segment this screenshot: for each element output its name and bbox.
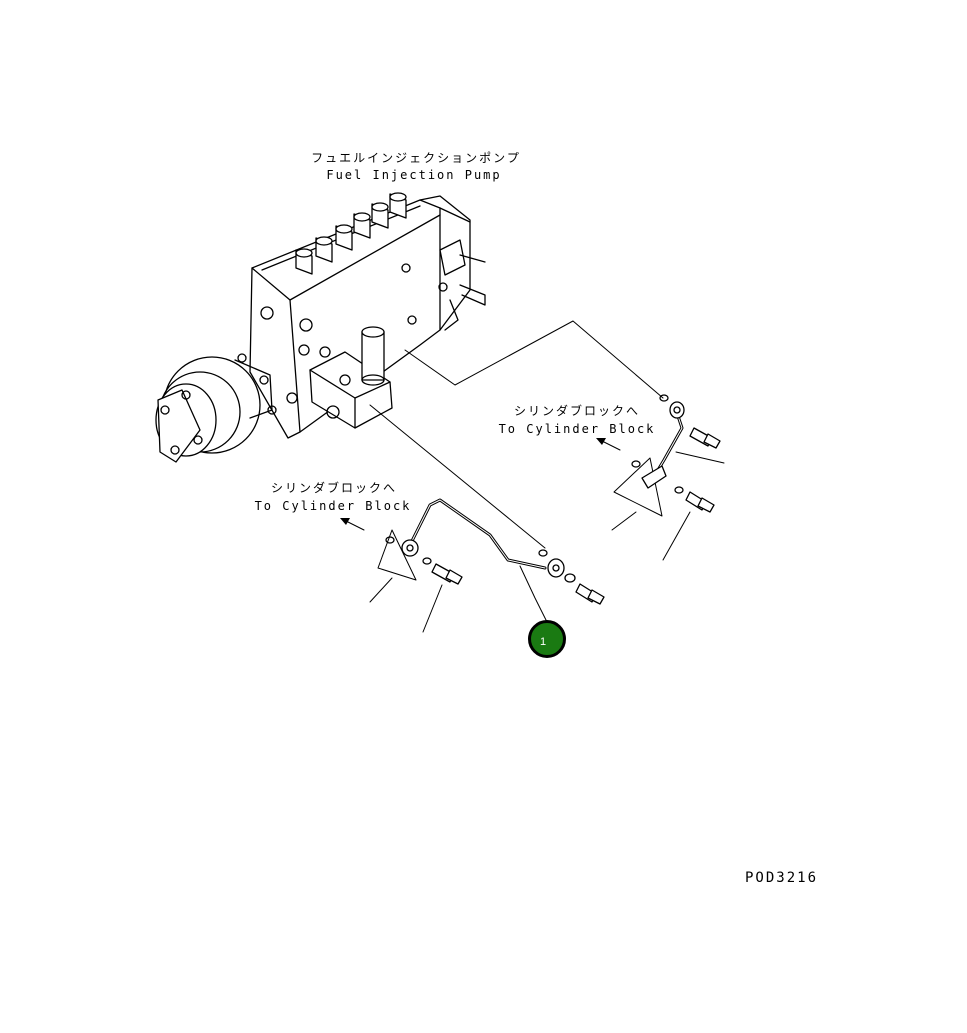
pump-label-jp: フュエルインジェクションポンプ xyxy=(311,151,521,165)
pump-label-en: Fuel Injection Pump xyxy=(326,168,502,182)
leader-lines xyxy=(369,320,725,633)
drawing-id: POD3216 xyxy=(745,870,819,886)
right-block-label-jp: シリンダブロックへ xyxy=(513,404,641,418)
left-pipe-assembly xyxy=(377,498,605,605)
right-pipe-assembly xyxy=(613,394,721,517)
left-block-label-en: To Cylinder Block xyxy=(254,499,412,513)
right-block-label-en: To Cylinder Block xyxy=(498,422,656,436)
callout-number: 1 xyxy=(540,636,547,648)
callout-1-button[interactable]: 1 xyxy=(528,620,566,658)
left-block-label-jp: シリンダブロックへ xyxy=(270,481,398,495)
fuel-injection-pump-drawing xyxy=(155,192,486,463)
